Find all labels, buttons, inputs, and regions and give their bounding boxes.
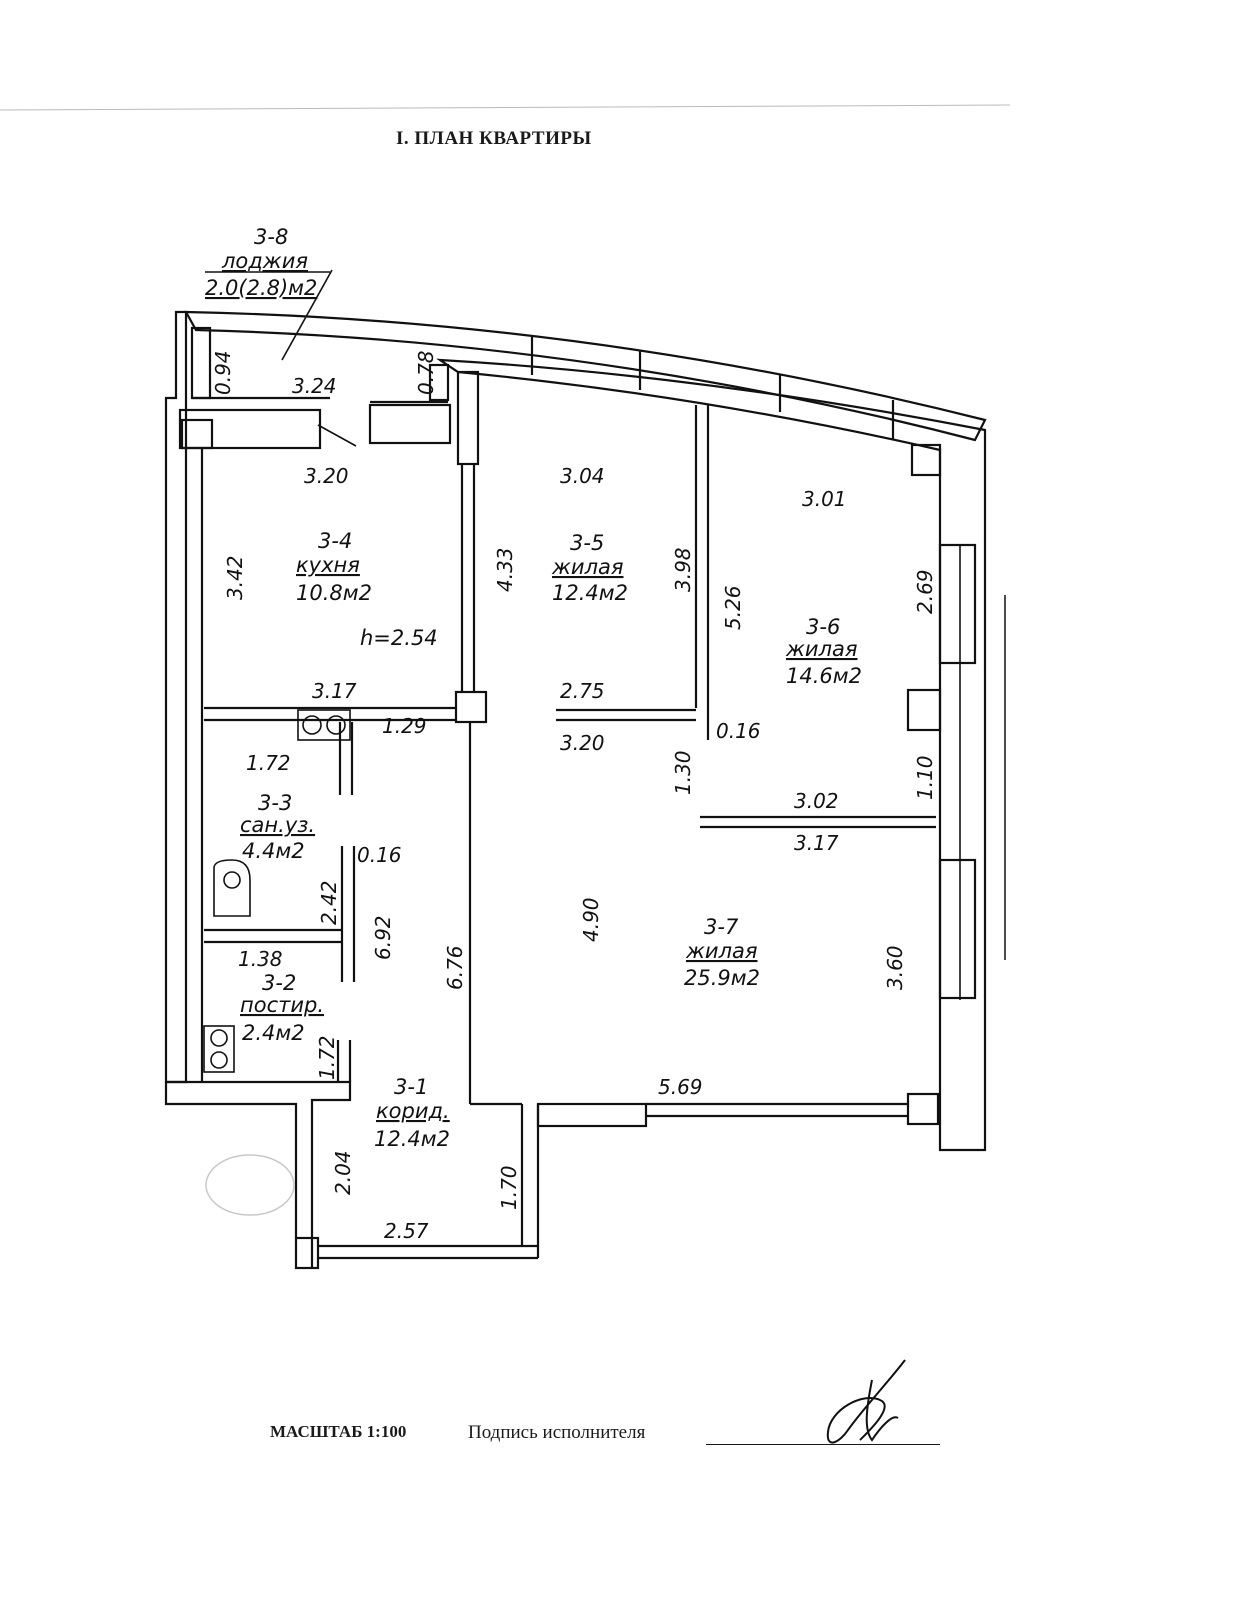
svg-text:3-5: 3-5 (570, 531, 604, 555)
loggia-leader-line (281, 269, 333, 361)
svg-text:2.0(2.8)м2: 2.0(2.8)м2 (205, 276, 317, 300)
dimension-labels: 0.94 3.24 0.78 3.20 3.42 4.33 3.04 3.98 … (211, 350, 937, 1243)
dimension-label: 1.70 (497, 1165, 521, 1210)
dimension-label: 3.01 (802, 487, 847, 511)
dimension-label: 1.30 (671, 750, 695, 795)
dimension-label: 0.16 (357, 843, 402, 867)
svg-text:3-1: 3-1 (394, 1075, 428, 1099)
dimension-label: 6.92 (371, 915, 395, 960)
loggia-walls (190, 326, 450, 404)
dimension-label: 3.24 (292, 374, 337, 398)
signature (826, 1359, 906, 1444)
room-3-3-label: 3-3 сан.уз. 4.4м2 (240, 791, 315, 863)
svg-text:3-7: 3-7 (704, 915, 739, 939)
dimension-label: 5.69 (658, 1075, 703, 1099)
dimension-label: 2.04 (331, 1150, 355, 1195)
room-3-7-label: 3-7 жилая 25.9м2 (684, 915, 760, 990)
svg-text:3-8: 3-8 (254, 225, 288, 249)
dimension-label: 5.26 (721, 585, 745, 630)
svg-text:2.4м2: 2.4м2 (242, 1021, 305, 1045)
dimension-label: 1.72 (246, 751, 291, 775)
room-3-8-label: 3-8 лоджия 2.0(2.8)м2 (205, 225, 317, 300)
dimension-label: 3.20 (304, 464, 349, 488)
room-labels: 3-8 лоджия 2.0(2.8)м2 3-4 кухня 10.8м2 h… (205, 225, 862, 1151)
room-3-6-label: 3-6 жилая 14.6м2 (785, 615, 862, 688)
dimension-label: 3.98 (671, 547, 695, 592)
room-3-2-label: 3-2 постир. 2.4м2 (240, 971, 324, 1045)
svg-text:14.6м2: 14.6м2 (786, 664, 862, 688)
svg-text:4.4м2: 4.4м2 (242, 839, 305, 863)
dimension-label: 3.60 (883, 945, 907, 990)
stamp-mark (205, 1154, 295, 1216)
dimension-label: 3.42 (223, 555, 247, 600)
scale-label: МАСШТАБ 1:100 (270, 1422, 407, 1441)
dimension-label: 2.69 (913, 569, 937, 614)
svg-text:кухня: кухня (296, 553, 360, 577)
signature-line (706, 1444, 940, 1445)
svg-text:сан.уз.: сан.уз. (240, 813, 315, 837)
svg-text:постир.: постир. (240, 993, 324, 1017)
svg-text:жилая: жилая (551, 555, 624, 579)
dimension-label: 3.04 (560, 464, 605, 488)
svg-text:12.4м2: 12.4м2 (374, 1127, 450, 1151)
svg-text:3-3: 3-3 (258, 791, 292, 815)
interior-walls (164, 370, 942, 1270)
dimension-label: 0.78 (414, 350, 438, 395)
svg-text:25.9м2: 25.9м2 (684, 966, 760, 990)
dimension-label: 1.72 (315, 1035, 339, 1080)
signature-label: Подпись исполнителя (468, 1422, 646, 1443)
dimension-label: 3.17 (794, 831, 839, 855)
dimension-label: 4.90 (579, 897, 603, 942)
svg-text:жилая: жилая (685, 939, 758, 963)
svg-text:12.4м2: 12.4м2 (552, 581, 628, 605)
dimension-label: 1.38 (238, 947, 283, 971)
svg-text:10.8м2: 10.8м2 (296, 581, 372, 605)
svg-text:лоджия: лоджия (221, 249, 308, 273)
dimension-label: 1.10 (913, 755, 937, 800)
dimension-label: 4.33 (493, 547, 517, 592)
dimension-label: 3.02 (794, 789, 839, 813)
svg-text:корид.: корид. (376, 1099, 450, 1123)
dimension-label: 0.94 (211, 350, 235, 395)
svg-text:3-2: 3-2 (262, 971, 296, 995)
dimension-label: 2.57 (384, 1219, 429, 1243)
fixtures (203, 709, 351, 1073)
room-3-4-label: 3-4 кухня 10.8м2 h=2.54 (296, 529, 438, 650)
dimension-label: 3.17 (312, 679, 357, 703)
dimension-label: 6.76 (443, 945, 467, 990)
page-title: I. ПЛАН КВАРТИРЫ (396, 128, 592, 149)
dimension-label: 2.75 (560, 679, 605, 703)
dimension-label: 2.42 (317, 880, 341, 925)
room-3-5-label: 3-5 жилая 12.4м2 (551, 531, 628, 605)
dimension-label: 0.16 (716, 719, 761, 743)
room-3-1-label: 3-1 корид. 12.4м2 (374, 1075, 450, 1151)
svg-text:3-6: 3-6 (806, 615, 840, 639)
svg-text:3-4: 3-4 (318, 529, 352, 553)
dimension-label: 1.29 (382, 714, 427, 738)
dimension-label: 3.20 (560, 731, 605, 755)
svg-text:h=2.54: h=2.54 (360, 626, 438, 650)
svg-text:жилая: жилая (785, 637, 858, 661)
